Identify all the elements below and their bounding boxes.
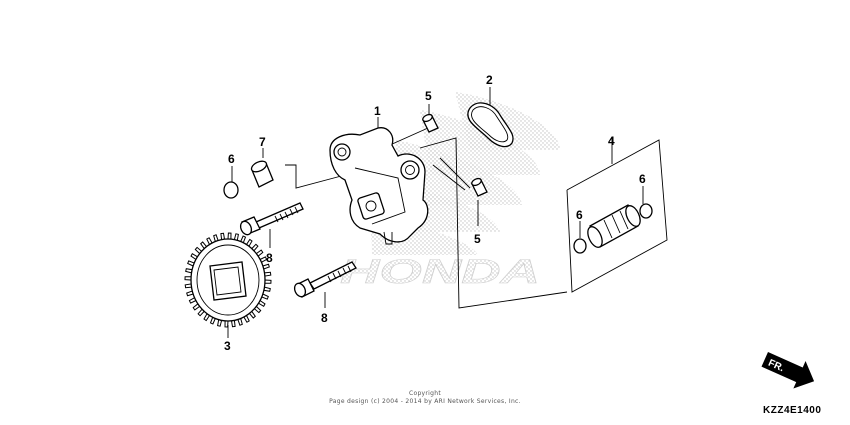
gear-tooth <box>264 279 272 284</box>
collar-part <box>250 160 274 188</box>
gasket-part <box>467 102 514 148</box>
strainer-screen <box>587 204 641 248</box>
o-ring-strainer-left <box>573 238 587 254</box>
oil-pump-body <box>329 127 429 245</box>
gear-tooth <box>227 232 232 240</box>
dowel-pin-upper <box>422 113 439 133</box>
o-ring-strainer-right <box>639 203 653 219</box>
flange-bolt-lower <box>293 261 357 298</box>
o-ring-left <box>223 181 239 199</box>
callout-2: 2 <box>486 73 493 87</box>
callout-7: 7 <box>259 135 266 149</box>
front-direction-arrow: FR. <box>761 352 815 389</box>
callout-8-upper: 8 <box>266 251 273 265</box>
callout-3: 3 <box>224 339 231 353</box>
callout-8-lower: 8 <box>321 311 328 325</box>
leader-lines <box>227 87 644 338</box>
callout-6-left: 6 <box>228 152 235 166</box>
gear-tooth <box>224 320 229 328</box>
callout-1: 1 <box>374 104 381 118</box>
diagram-code: KZZ4E1400 <box>763 405 822 416</box>
callout-6-strainer-left: 6 <box>576 208 583 222</box>
copyright-line-2: Page design (c) 2004 - 2014 by ARI Netwo… <box>329 398 521 405</box>
gear-tooth <box>184 276 192 281</box>
dowel-pin-lower <box>471 177 488 197</box>
callout-4: 4 <box>608 134 615 148</box>
callout-5-upper: 5 <box>425 89 432 103</box>
callout-5-lower: 5 <box>474 232 481 246</box>
copyright-line-1: Copyright <box>408 390 442 397</box>
flange-bolt-upper <box>239 202 304 236</box>
honda-watermark-text: HONDA <box>340 253 540 291</box>
callout-6-strainer-right: 6 <box>639 172 646 186</box>
callout-labels: 1 2 3 4 5 5 6 6 6 7 8 8 <box>224 73 646 353</box>
strainer-assembly-box <box>566 138 668 293</box>
oil-pump-driven-gear <box>184 232 272 328</box>
